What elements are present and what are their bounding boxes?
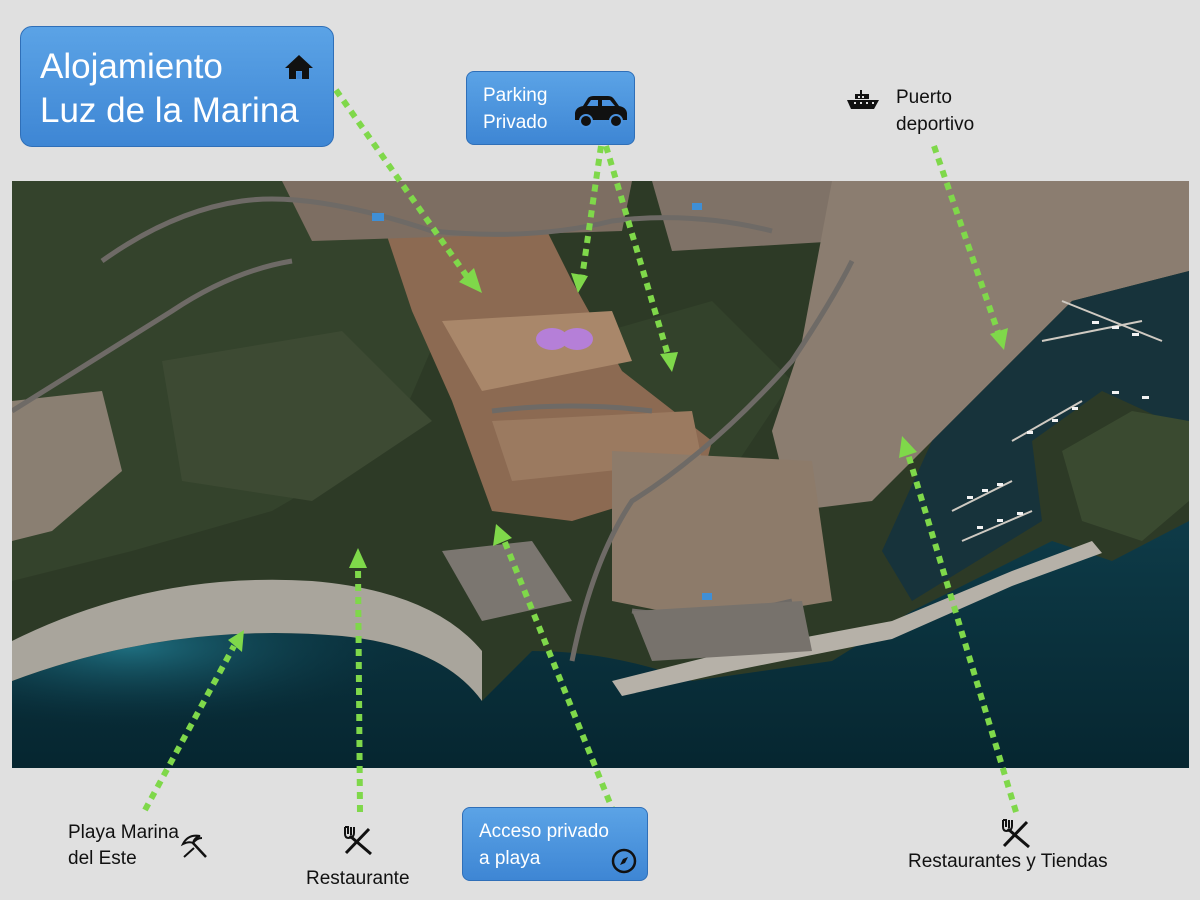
parking-line1: Parking (483, 85, 548, 106)
arrow-beach (142, 644, 237, 812)
cutlery-icon (344, 826, 372, 856)
arrow-accommodation (333, 88, 471, 280)
car-icon (575, 96, 627, 128)
arrow-restaurant (355, 565, 363, 813)
accommodation-title-line2: Luz de la Marina (40, 91, 299, 130)
compass-icon (611, 848, 637, 874)
beach-label-line1: Playa Marina (68, 822, 179, 843)
boat-icon (847, 90, 879, 109)
cutlery-icon (1002, 819, 1030, 849)
beach-access-label-box: Acceso privado a playa (462, 807, 648, 881)
parking-label-box: Parking Privado (466, 71, 635, 145)
arrow-marina (931, 145, 1001, 333)
beach-umbrella-icon (180, 834, 207, 858)
shops-label: Restaurantes y Tiendas (908, 851, 1108, 872)
beach-access-line1: Acceso privado (479, 821, 609, 842)
arrow-parking-b (603, 145, 671, 356)
arrow-shops (905, 453, 1019, 813)
arrow-parking-a (579, 145, 604, 279)
beach-label-line2: del Este (68, 848, 137, 869)
arrow-beach-access (501, 538, 627, 840)
accommodation-title-line1: Alojamiento (40, 47, 223, 86)
satellite-map[interactable] (12, 181, 1189, 768)
parking-line2: Privado (483, 112, 548, 133)
home-icon (285, 55, 313, 79)
restaurant-label: Restaurante (306, 868, 410, 889)
marina-label-line2: deportivo (896, 114, 975, 135)
beach-access-line2: a playa (479, 848, 541, 869)
accommodation-title-box: Alojamiento Luz de la Marina (20, 26, 334, 147)
aerial-photo (12, 181, 1189, 768)
marina-label-line1: Puerto (896, 87, 952, 108)
